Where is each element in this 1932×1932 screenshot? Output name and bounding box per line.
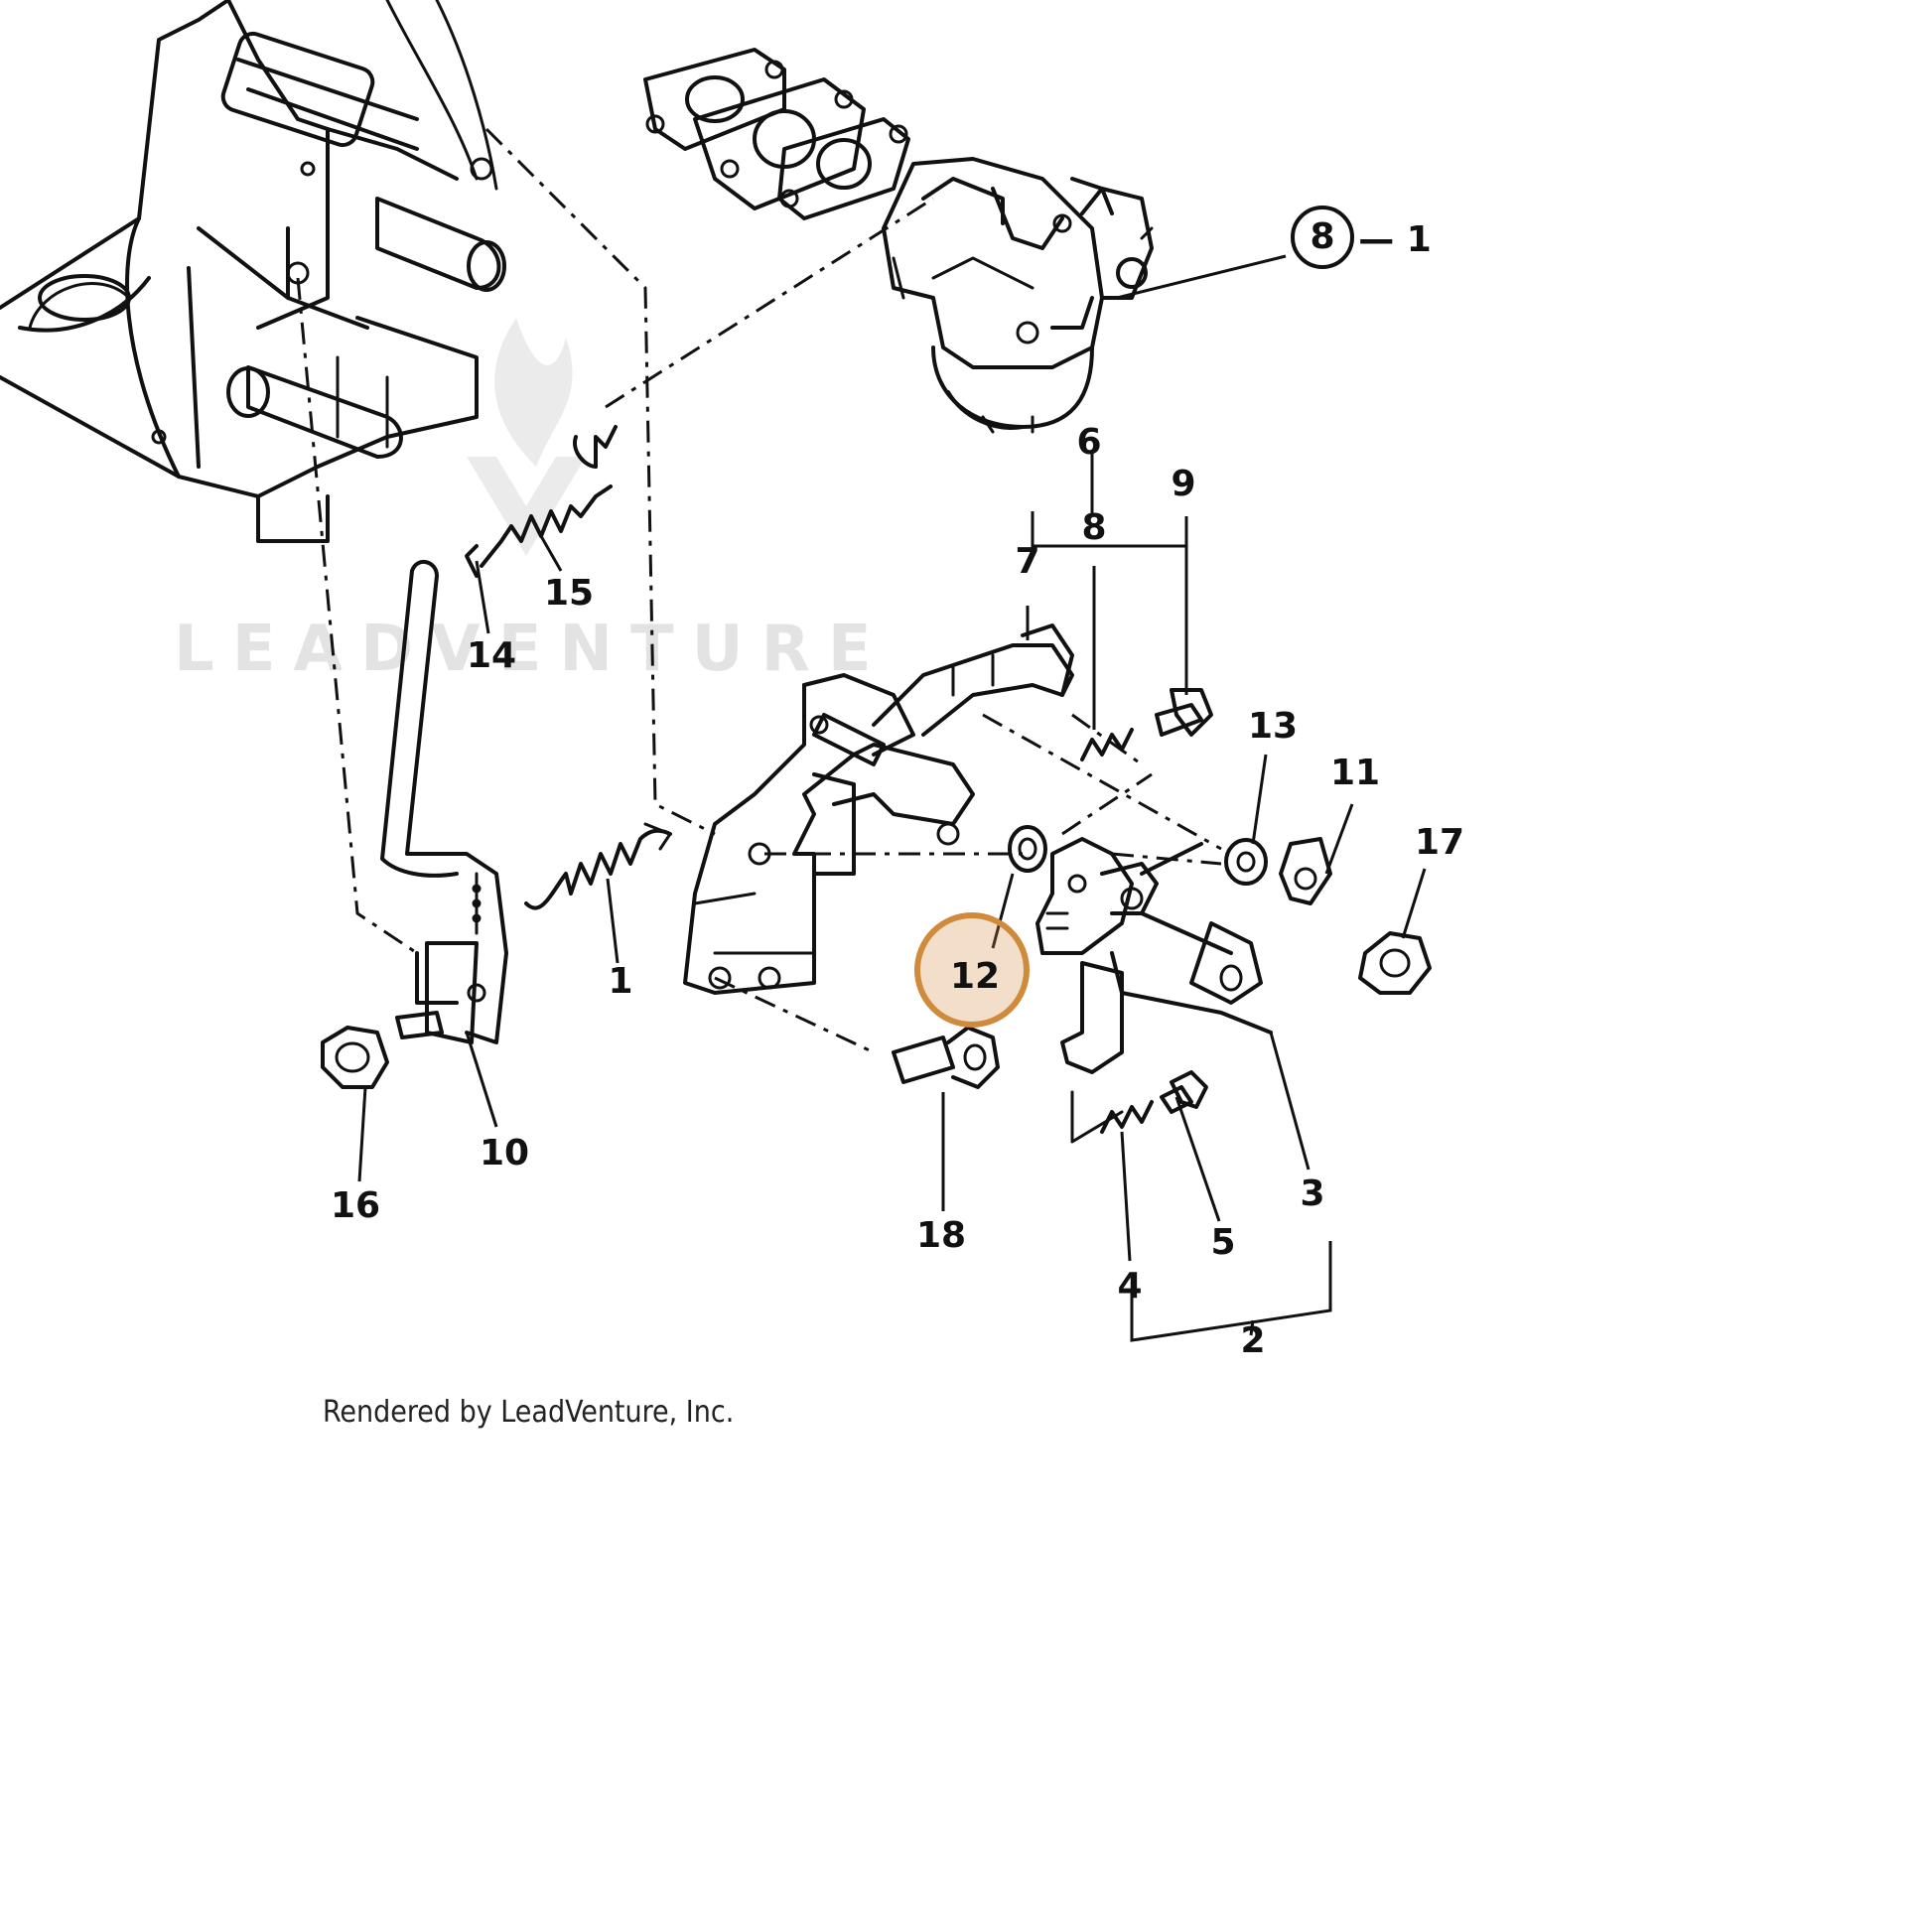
callout-9[interactable]: 9 [1171,464,1195,504]
callout-16[interactable]: 16 [331,1185,380,1226]
callout-5[interactable]: 5 [1210,1222,1235,1263]
callout-1[interactable]: 1 [608,961,632,1002]
callouts: 8 — 1 6 9 8 7 15 14 13 11 17 1 12 10 16 … [331,216,1464,1361]
callout-circle-8 [1291,206,1354,269]
callout-17[interactable]: 17 [1415,822,1464,863]
callout-12[interactable]: 12 [950,956,1000,997]
watermark-text: LEADVENTURE [174,613,890,686]
callout-2[interactable]: 2 [1240,1320,1265,1361]
leader-lines [357,254,1427,1342]
watermark: LEADVENTURE [174,318,890,686]
callout-18[interactable]: 18 [916,1215,966,1256]
engine-block [0,0,506,543]
callout-3[interactable]: 3 [1300,1173,1324,1214]
callout-10[interactable]: 10 [480,1133,529,1173]
callout-6[interactable]: 6 [1076,422,1101,463]
assembly-lines [296,127,1222,1054]
carburetor [882,157,1154,434]
callout-13[interactable]: 13 [1248,706,1298,747]
callout-15[interactable]: 15 [544,573,594,614]
callout-11[interactable]: 11 [1330,753,1380,793]
intake-gaskets [643,48,910,220]
callout-7[interactable]: 7 [1015,541,1039,582]
callout-8-circled[interactable]: 8 [1310,216,1334,257]
callout-8[interactable]: 8 [1081,507,1106,548]
highlight-marker [914,912,1030,1028]
render-credit: Rendered by LeadVenture, Inc. [323,1395,734,1430]
callout-8-suffix: — 1 [1358,219,1432,260]
callout-14[interactable]: 14 [467,635,516,676]
governor-linkage [321,425,1432,1144]
callout-4[interactable]: 4 [1117,1266,1142,1307]
